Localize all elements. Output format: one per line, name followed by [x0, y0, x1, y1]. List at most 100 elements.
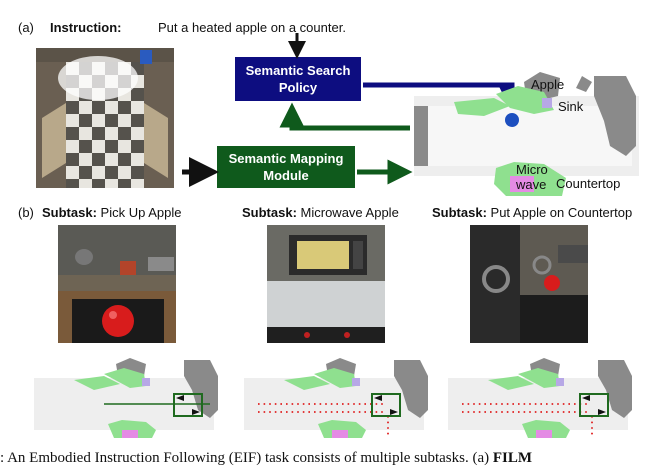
floor-tile [79, 127, 92, 140]
floor-tile [79, 140, 92, 153]
subtask-3-photo [470, 225, 588, 343]
floor-tile [66, 127, 79, 140]
floor-tile [131, 127, 144, 140]
floor-tile [92, 140, 105, 153]
map-microwave [510, 176, 534, 192]
map1-agent-arrows [176, 395, 200, 415]
floor-tile [131, 179, 144, 188]
floor-tile [79, 153, 92, 166]
floor-tile [79, 114, 92, 127]
topdown-kitchen-drawing [36, 48, 174, 188]
floor-tile [118, 179, 131, 188]
map2-agent-arrows [374, 395, 398, 415]
instruction-text: Put a heated apple on a counter. [158, 20, 346, 35]
subtask-2-map [244, 358, 428, 438]
subtask-1-text: Pick Up Apple [100, 205, 182, 220]
map-label-microwave: Micro wave [516, 162, 548, 192]
subtask-2-heading: Subtask: Microwave Apple [242, 205, 399, 220]
floor-tile [66, 140, 79, 153]
map2-sink [352, 378, 360, 386]
instruction-label: Instruction: [50, 20, 122, 35]
subtask-3-map [448, 358, 632, 438]
map1-object-top [104, 368, 146, 388]
floor-tile [92, 127, 105, 140]
map1-sink [142, 378, 150, 386]
map-label-countertop: Countertop [556, 176, 621, 191]
floor-tile [92, 179, 105, 188]
map1-goal-box [173, 393, 203, 417]
map-goal-marker [505, 113, 519, 127]
map1-object-countertop [108, 420, 156, 438]
map3-microwave [536, 430, 552, 438]
caption-prefix: : An Embodied Instruction Following (EIF… [0, 450, 490, 466]
map-wall-right [594, 76, 636, 156]
map2-wall-right [394, 360, 428, 418]
floor-tile [118, 153, 131, 166]
subtask-3-heading: Subtask: Put Apple on Countertop [432, 205, 632, 220]
floor-tile [92, 166, 105, 179]
subtask-3-photo-drawing [470, 225, 588, 343]
floor-tile [131, 140, 144, 153]
floor-tile [118, 140, 131, 153]
floor-tile [118, 114, 131, 127]
map-object-left-counter [454, 98, 510, 116]
floor-tile [92, 153, 105, 166]
floor-tile [92, 114, 105, 127]
floor-tile [66, 166, 79, 179]
map3-object-counter [488, 376, 534, 390]
map2-object-top [314, 368, 356, 388]
floor-tile [131, 88, 144, 101]
floor-tile [105, 127, 118, 140]
semantic-search-policy-box: Semantic Search Policy [235, 57, 361, 101]
map-wall-top-small [576, 76, 592, 92]
map-sink [542, 98, 552, 108]
semantic-mapping-module-box: Semantic Mapping Module [217, 146, 355, 188]
floor-tile [66, 101, 79, 114]
floor-tile [92, 101, 105, 114]
floor-tile [66, 114, 79, 127]
floor-tile [79, 166, 92, 179]
map-label-sink: Sink [558, 99, 584, 114]
map3-object-countertop [522, 420, 570, 438]
floor-tile [105, 140, 118, 153]
floor-tile [105, 179, 118, 188]
map3-object-top [518, 368, 560, 388]
subtask-3-label: Subtask: [432, 205, 487, 220]
floor-tile [105, 101, 118, 114]
subtask-1-map [34, 358, 218, 438]
subtask-2-photo-drawing [267, 225, 385, 343]
floor-tile [105, 153, 118, 166]
part-a-label: (a) [18, 20, 34, 35]
figure-caption: : An Embodied Instruction Following (EIF… [0, 446, 670, 470]
subtask-2-photo [267, 225, 385, 343]
floor-tile [131, 101, 144, 114]
subtask-2-text: Microwave Apple [300, 205, 399, 220]
floor-tile [131, 153, 144, 166]
map3-sink [556, 378, 564, 386]
map3-wall-right [598, 360, 632, 418]
map1-microwave [122, 430, 138, 438]
subtask-1-heading: Subtask: Pick Up Apple [42, 205, 181, 220]
part-b-label: (b) [18, 205, 34, 220]
semantic-map-large [414, 72, 639, 196]
map-object-top-counter [496, 86, 554, 114]
floor-tile [118, 166, 131, 179]
floor-tile [118, 101, 131, 114]
subtask-3-text: Put Apple on Countertop [490, 205, 633, 220]
floor-tile [66, 153, 79, 166]
subtask-1-photo [58, 225, 176, 343]
floor-tile [105, 166, 118, 179]
map2-goal-box [371, 393, 401, 417]
map-label-apple: Apple [531, 77, 565, 92]
floor-tile [66, 179, 79, 188]
topdown-kitchen-photo [36, 48, 174, 188]
map1-object-counter [74, 376, 120, 390]
floor-tile [131, 166, 144, 179]
subtask-1-photo-drawing [58, 225, 176, 343]
map3-goal-box [579, 393, 609, 417]
floor-tile [105, 114, 118, 127]
map2-microwave [332, 430, 348, 438]
map3-agent-arrows [582, 395, 606, 415]
floor-tile [79, 101, 92, 114]
subtask-1-label: Subtask: [42, 205, 97, 220]
